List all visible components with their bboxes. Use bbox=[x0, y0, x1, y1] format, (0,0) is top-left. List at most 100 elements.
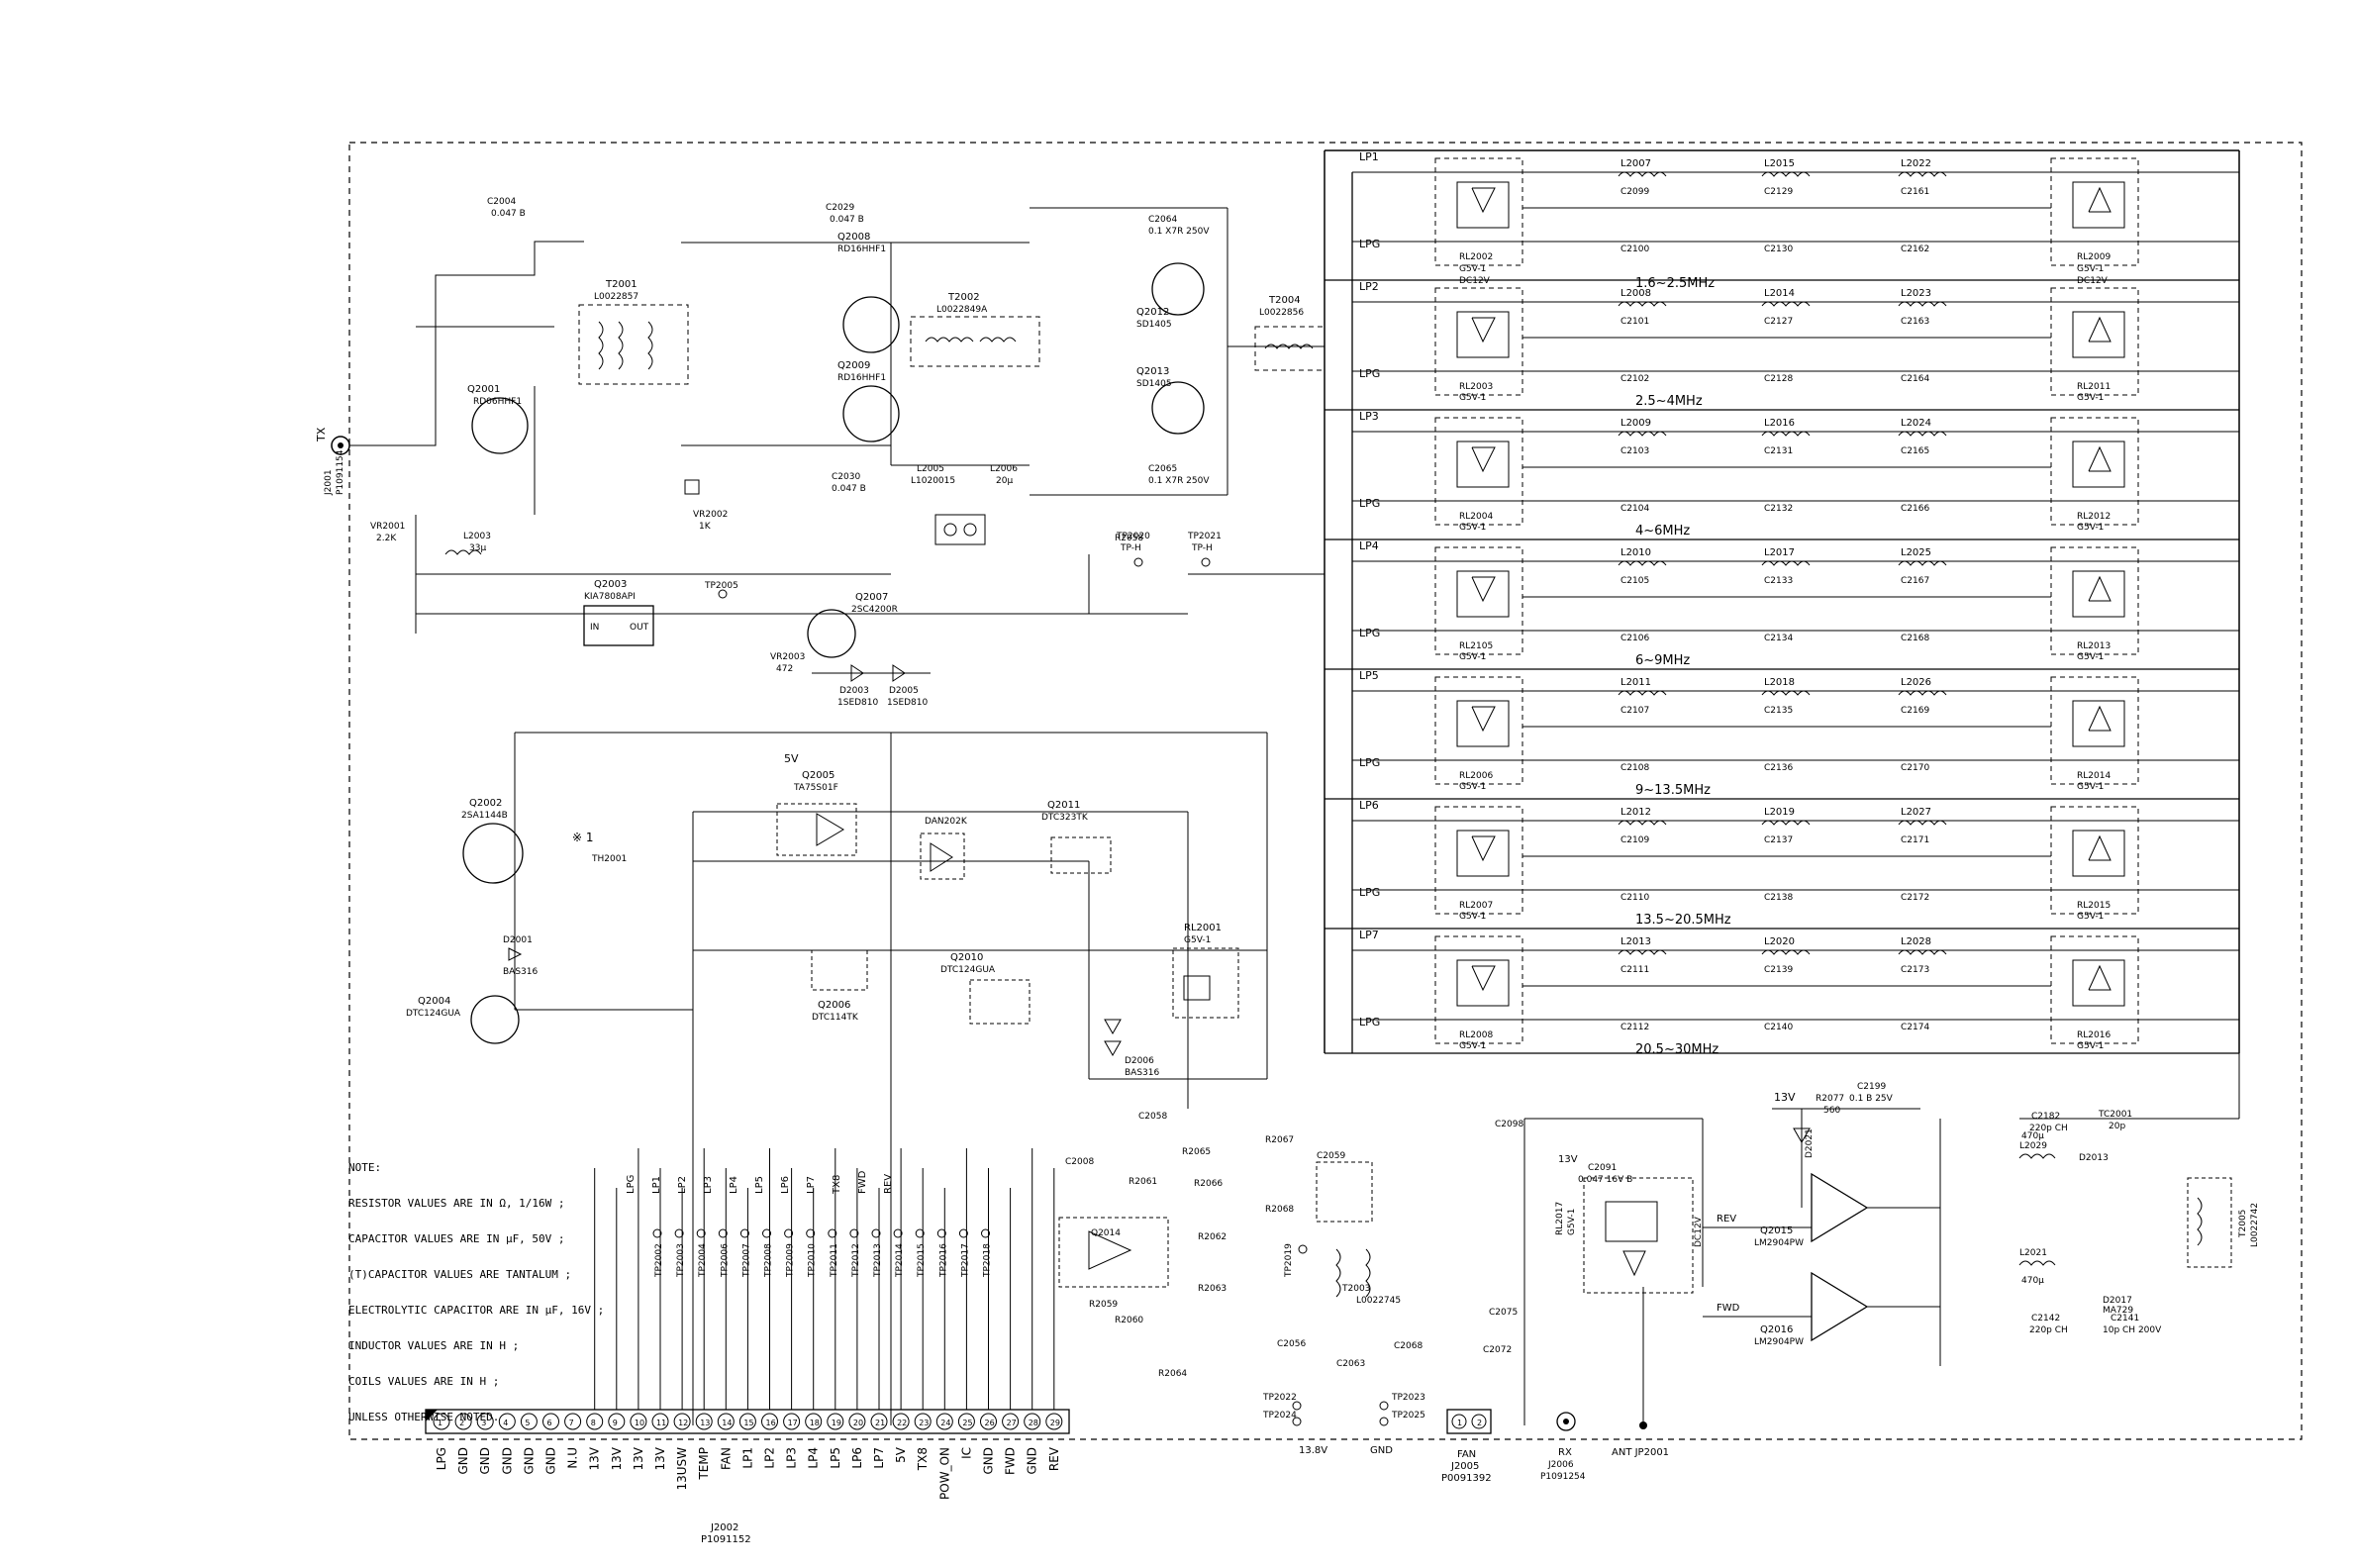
bus-label: LP1 bbox=[651, 1176, 662, 1194]
relay-label: RL2013 bbox=[2077, 641, 2111, 651]
inductor-label: L2017 bbox=[1764, 547, 1795, 558]
component-part: DTC124GUA bbox=[406, 1009, 461, 1019]
pin-circle bbox=[1024, 1413, 1041, 1430]
pin-label: 13USW bbox=[675, 1447, 689, 1491]
tp-label: TP2003 bbox=[676, 1243, 686, 1278]
component-label: L2005 bbox=[917, 464, 944, 474]
capacitor-label: C2173 bbox=[1901, 965, 1929, 975]
pin-number: 5 bbox=[525, 1419, 530, 1427]
component-label: VR2003 bbox=[770, 652, 805, 662]
note-marker: ※ 1 bbox=[572, 831, 594, 844]
relay-spec: G5V-1 bbox=[1459, 782, 1486, 792]
test-point bbox=[981, 1228, 990, 1238]
relay-spec: G5V-1 bbox=[1459, 912, 1486, 922]
component-label: D2013 bbox=[2079, 1153, 2109, 1163]
pin-number: 24 bbox=[940, 1419, 950, 1427]
relay-coil bbox=[2072, 700, 2125, 747]
component-label: R2058 bbox=[1115, 534, 1143, 543]
pin-label: 13V bbox=[653, 1446, 667, 1470]
diode-symbol bbox=[2088, 316, 2111, 343]
inductor-label: L2010 bbox=[1620, 547, 1651, 558]
inductor-symbol bbox=[1898, 949, 1947, 955]
relay-outline bbox=[1434, 546, 1523, 655]
component-label: C2091 bbox=[1588, 1163, 1617, 1173]
inductor-symbol bbox=[1898, 560, 1947, 566]
tp-label: TP2011 bbox=[830, 1243, 839, 1278]
component-part: 2SC4200R bbox=[851, 605, 898, 615]
fan-label: FAN bbox=[1457, 1449, 1476, 1460]
inductor-symbol bbox=[1898, 690, 1947, 696]
band-label: 4~6MHz bbox=[1635, 524, 1690, 539]
pin-number: 29 bbox=[1050, 1419, 1060, 1427]
diode-symbol bbox=[1471, 706, 1496, 733]
pin-number: 14 bbox=[722, 1419, 732, 1427]
component-value: 0.1 B 25V bbox=[1849, 1094, 1894, 1104]
component-label: T2003 bbox=[1341, 1284, 1370, 1294]
inductor-symbol bbox=[1898, 820, 1947, 826]
pin-circle bbox=[564, 1413, 582, 1430]
relay-coil bbox=[1456, 959, 1510, 1007]
note-line: (T)CAPACITOR VALUES ARE TANTALUM ; bbox=[348, 1268, 572, 1281]
capacitor-label: C2166 bbox=[1901, 504, 1929, 514]
pin-label: N.U bbox=[566, 1447, 580, 1469]
component-label: RL2001 bbox=[1184, 923, 1222, 933]
component-label: Q2011 bbox=[1047, 800, 1080, 811]
meter-section: Q2014 C2008 C2058 R2065 R2061 R2066 R205… bbox=[1058, 1112, 1704, 1425]
component-part: BAS316 bbox=[1125, 1068, 1159, 1078]
note-line: INDUCTOR VALUES ARE IN H ; bbox=[348, 1339, 520, 1352]
pin-label: GND bbox=[500, 1447, 514, 1475]
relay-coil bbox=[2072, 441, 2125, 488]
pin-circle bbox=[433, 1413, 450, 1430]
relay-outline bbox=[1434, 676, 1523, 785]
inductor-label: L2009 bbox=[1620, 418, 1651, 429]
pin-number: 10 bbox=[635, 1419, 644, 1427]
diode-symbol bbox=[2088, 445, 2111, 472]
test-point bbox=[936, 1228, 946, 1238]
lp-label: LP2 bbox=[1359, 280, 1379, 293]
component-part: RD16HHF1 bbox=[837, 245, 886, 254]
component-label: C2098 bbox=[1495, 1120, 1523, 1129]
relay-outline bbox=[2050, 417, 2139, 526]
component-label: Q2006 bbox=[818, 1000, 850, 1011]
pin-number: 6 bbox=[547, 1419, 552, 1427]
component-label: L2021 bbox=[2019, 1248, 2047, 1258]
component-value: 10p CH 200V bbox=[2103, 1325, 2162, 1335]
pin-label: GND bbox=[982, 1447, 996, 1475]
relay-coil bbox=[2072, 311, 2125, 358]
relay-spec: G5V-1 bbox=[1459, 264, 1486, 274]
relay-spec: G5V-1 bbox=[2077, 1041, 2104, 1051]
tx-connector-part: P1091154 bbox=[336, 449, 345, 495]
component-part: G5V-1 bbox=[1567, 1209, 1577, 1235]
tp-label: TP2018 bbox=[983, 1243, 993, 1278]
test-point bbox=[915, 1228, 925, 1238]
pin-number: 7 bbox=[569, 1419, 574, 1427]
inductor-symbol bbox=[1761, 560, 1811, 566]
pin-label: 13V bbox=[632, 1446, 645, 1470]
pin-number: 1 bbox=[438, 1419, 442, 1427]
component-part: 1SED810 bbox=[887, 698, 929, 708]
component-part: DAN202K bbox=[925, 817, 968, 827]
capacitor-label: C2134 bbox=[1764, 634, 1793, 643]
pin-circle bbox=[761, 1413, 778, 1430]
component-part: L0022745 bbox=[1356, 1296, 1401, 1306]
component-label: T2001 bbox=[605, 279, 638, 290]
component-label: R2062 bbox=[1198, 1232, 1227, 1242]
ant-label: ANT JP2001 bbox=[1612, 1447, 1669, 1458]
component-label: Q2003 bbox=[594, 579, 627, 590]
capacitor-label: C2137 bbox=[1764, 835, 1793, 845]
pin-circle bbox=[892, 1413, 910, 1430]
fan-connector: 1 2 FAN J2005 P0091392 bbox=[1441, 1409, 1492, 1484]
component-label: C2072 bbox=[1483, 1345, 1512, 1355]
component-label: C2030 bbox=[832, 472, 860, 482]
tp-label: TP2015 bbox=[917, 1243, 927, 1278]
filter-row-lp1: LP1 LPG L2007 L2015 L2022 C2099 C2129 C2… bbox=[1352, 150, 2239, 291]
